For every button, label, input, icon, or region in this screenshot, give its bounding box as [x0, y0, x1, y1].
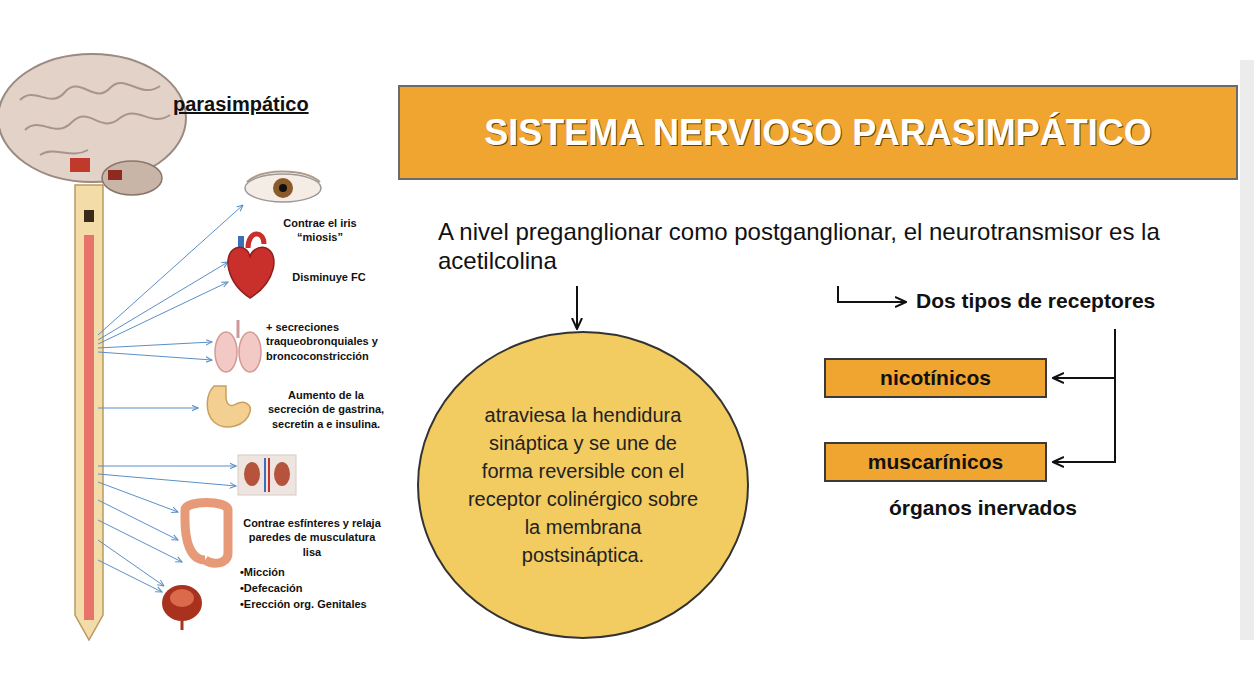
node-text: A nivel preganglionar como postgangliona… — [438, 218, 1228, 276]
brain-gyri — [20, 83, 170, 155]
nerve-arrow — [98, 205, 243, 335]
heart-shape — [228, 247, 274, 298]
nerve-arrow — [98, 474, 236, 486]
stomach — [207, 386, 250, 427]
connector-arrow — [1053, 329, 1115, 462]
colon — [185, 503, 228, 564]
bullet-item: •Erección org. Genitales — [240, 597, 400, 611]
bladder — [162, 585, 202, 630]
info-circle: atraviesa la hendidura sináptica y se un… — [416, 330, 750, 640]
organ-effect-label: + secreciones traqueobronquiales y bronc… — [266, 320, 404, 363]
bladder-shape — [162, 585, 202, 621]
nerve-arrow — [98, 560, 162, 592]
brain — [0, 54, 186, 195]
kidney — [244, 462, 260, 486]
caption-text: órganos inervados — [858, 496, 1108, 520]
lungs — [215, 320, 261, 372]
illustration-title: parasimpático — [173, 93, 348, 116]
connector-arrow — [1053, 329, 1115, 378]
brainstem-mark — [70, 158, 90, 172]
urethra — [181, 620, 184, 630]
lung — [215, 332, 237, 372]
statement-text: A nivel preganglionar como postgangliona… — [438, 218, 1228, 282]
aorta — [248, 234, 264, 248]
circle-outline — [416, 330, 750, 640]
nerve-arrow — [98, 540, 164, 586]
connector-arrow — [576, 286, 578, 329]
node-text: nicotínicos — [880, 366, 991, 390]
iris — [273, 178, 293, 198]
receptor-box: nicotínicos — [824, 358, 1047, 398]
spinal-cord — [75, 185, 103, 640]
eye-outline — [245, 174, 321, 202]
node-text: muscarínicos — [868, 450, 1003, 474]
colon-shape — [185, 503, 228, 564]
bullet-item: •Micción — [240, 565, 400, 579]
pupil — [279, 184, 287, 192]
receptor-heading: Dos tipos de receptores — [912, 287, 1212, 317]
spinal-cord-outline — [75, 185, 103, 640]
nerve-arrow — [98, 408, 198, 409]
brain-outline — [0, 54, 186, 182]
side-bar — [1240, 60, 1254, 640]
organ-effect-label: Disminuye FC — [286, 270, 372, 284]
organ-effect-label: Aumento de la secreción de gastrina, sec… — [262, 388, 390, 431]
organ-effect-label: Contrae el iris “miosis” — [278, 216, 362, 245]
kidney — [274, 462, 290, 486]
trachea — [237, 320, 240, 338]
vein — [264, 458, 266, 492]
nerve-arrow — [98, 342, 212, 348]
nerve-arrow — [98, 500, 178, 540]
lung — [239, 332, 261, 372]
title-text: SISTEMA NERVIOSO PARASIMPÁTICO — [484, 112, 1151, 154]
cerebellum — [102, 161, 162, 195]
nerve-arrow — [98, 520, 182, 562]
nerve-arrow — [98, 482, 178, 512]
nerve-arrow — [98, 352, 212, 360]
kidneys — [238, 455, 296, 495]
heart — [228, 234, 274, 298]
eye — [245, 172, 321, 203]
receptor-box: muscarínicos — [824, 442, 1047, 482]
bullet-item: •Defecación — [240, 581, 400, 595]
artery — [268, 458, 270, 492]
nerve-arrow — [98, 466, 236, 467]
bladder-inner — [170, 589, 194, 607]
connector-arrow — [838, 286, 906, 302]
circle-shape — [418, 332, 748, 638]
nerve-arrow — [98, 262, 228, 340]
kidney-panel — [238, 455, 296, 495]
node-text: atraviesa la hendidura sináptica y se un… — [463, 401, 703, 569]
node-text: Dos tipos de receptores — [916, 289, 1208, 313]
spinal-canal — [84, 235, 94, 620]
eyelid — [247, 172, 320, 183]
title-band: SISTEMA NERVIOSO PARASIMPÁTICO — [398, 85, 1238, 180]
nerve-arrow — [98, 282, 228, 344]
stomach-shape — [207, 386, 250, 427]
spinal-mark — [84, 210, 94, 222]
organ-effect-label: Contrae esfínteres y relaja paredes de m… — [243, 516, 381, 559]
brainstem-mark — [108, 170, 122, 180]
